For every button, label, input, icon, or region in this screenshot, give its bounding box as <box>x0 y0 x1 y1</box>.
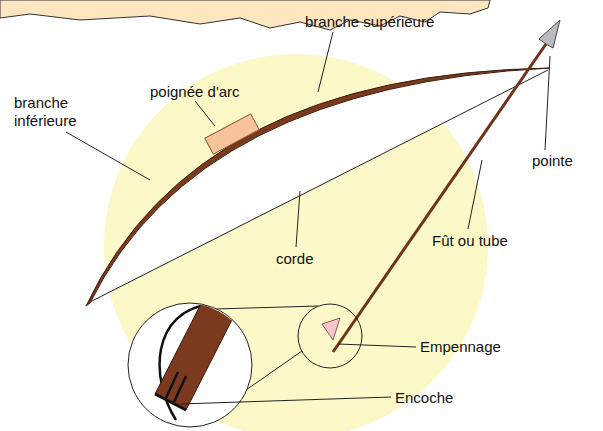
part-label: poignée d'arc <box>150 83 240 101</box>
arrow-point <box>539 20 560 48</box>
fletching <box>322 318 340 340</box>
bow-limbs <box>86 68 550 306</box>
detail-circle <box>298 304 362 368</box>
part-label: Encoche <box>395 389 453 407</box>
nock-detail <box>155 296 236 420</box>
part-label: pointe <box>532 152 573 170</box>
part-label: Fût ou tube <box>432 232 508 250</box>
leader-lines <box>66 32 550 404</box>
part-label: corde <box>276 250 314 268</box>
part-label: branche supérieure <box>305 13 434 31</box>
bow-grip <box>205 114 259 154</box>
part-label: Empennage <box>420 338 501 356</box>
zoom-line <box>215 306 318 309</box>
arrow-shaft <box>333 44 546 352</box>
zoom-line <box>246 351 302 390</box>
part-label: branche inférieure <box>14 94 92 130</box>
background-blob <box>0 0 490 30</box>
